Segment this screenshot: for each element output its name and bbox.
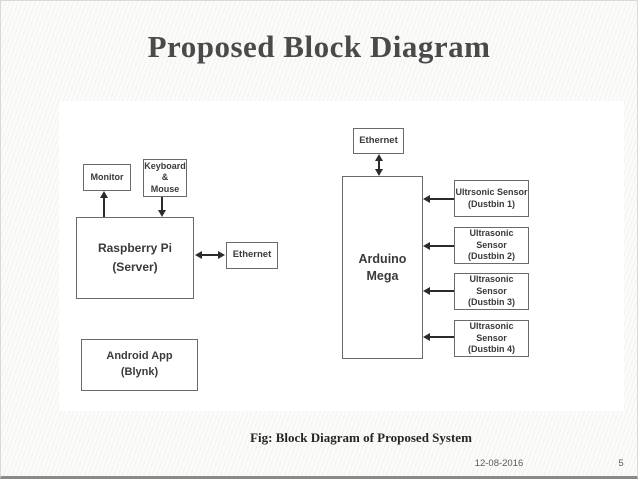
block-android-app: Android App (Blynk)	[81, 339, 198, 391]
figure-panel: Monitor Keyboard & Mouse Raspberry Pi (S…	[59, 101, 624, 411]
block-ethernet-top-label: Ethernet	[359, 134, 398, 146]
block-keyboard-mouse-line1: Keyboard	[144, 161, 186, 172]
block-android-app-line2: (Blynk)	[120, 366, 159, 378]
slide-title: Proposed Block Diagram	[147, 29, 491, 64]
block-sensor4-line2: (Dustbin 4)	[468, 344, 515, 355]
block-sensor3-line2: (Dustbin 3)	[468, 297, 515, 308]
block-sensor3-line1: Ultrasonic Sensor	[469, 273, 514, 296]
block-raspberry-pi-line1: Raspberry Pi	[97, 241, 173, 256]
block-sensor4-line1: Ultrasonic Sensor	[469, 320, 514, 343]
block-raspberry-pi: Raspberry Pi (Server)	[76, 217, 194, 299]
block-ultrasonic-sensor-1: Ultrsonic Sensor (Dustbin 1)	[454, 180, 529, 217]
block-ultrasonic-sensor-2: Ultrasonic Sensor (Dustbin 2)	[454, 227, 529, 264]
block-arduino-mega-label: Arduino Mega	[358, 252, 407, 283]
block-ethernet-top: Ethernet	[353, 128, 404, 154]
block-ultrasonic-sensor-4: Ultrasonic Sensor (Dustbin 4)	[454, 320, 529, 357]
block-keyboard-mouse-line2: &	[161, 172, 169, 183]
block-ultrasonic-sensor-3: Ultrasonic Sensor (Dustbin 3)	[454, 273, 529, 310]
block-sensor2-line2: (Dustbin 2)	[468, 251, 515, 262]
block-keyboard-mouse: Keyboard & Mouse	[143, 159, 187, 197]
block-monitor: Monitor	[83, 164, 131, 191]
footer-page-number: 5	[618, 458, 624, 469]
block-raspberry-pi-line2: (Server)	[112, 260, 158, 274]
block-monitor-label: Monitor	[90, 171, 124, 182]
figure-caption: Fig: Block Diagram of Proposed System	[250, 430, 472, 445]
block-sensor1-line2: (Dustbin 1)	[468, 198, 515, 209]
block-sensor2-line1: Ultrasonic Sensor	[469, 227, 514, 250]
block-android-app-line1: Android App	[106, 350, 173, 363]
block-ethernet-left-label: Ethernet	[232, 249, 272, 261]
footer-date: 12-08-2016	[474, 458, 524, 469]
block-sensor1-line1: Ultrsonic Sensor	[455, 186, 528, 197]
block-keyboard-mouse-line3: Mouse	[150, 183, 180, 194]
block-arduino-mega: Arduino Mega	[342, 176, 423, 359]
block-ethernet-left: Ethernet	[226, 242, 278, 269]
